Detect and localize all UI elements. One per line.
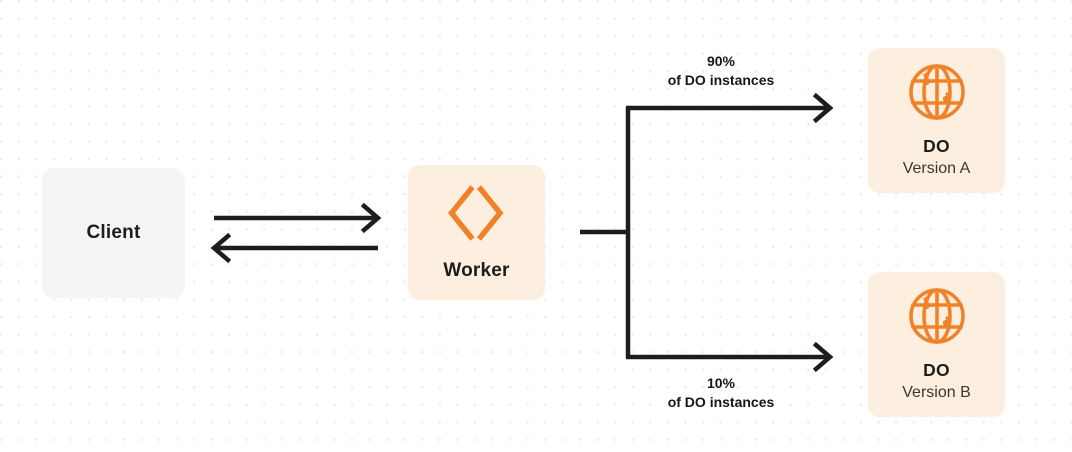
node-do-b[interactable]: DO Version B (868, 272, 1005, 417)
durable-object-globe-icon (907, 62, 967, 122)
cloudflare-workers-icon (446, 184, 508, 242)
edge-label-do-a-percent: 90% (706, 53, 736, 69)
node-do-b-label: DO (923, 360, 950, 381)
node-do-a-sublabel: Version A (902, 160, 971, 178)
node-do-a[interactable]: DO Version A (868, 48, 1005, 193)
edge-label-do-b-percent: 10% (706, 375, 736, 391)
node-worker-label: Worker (443, 259, 510, 281)
edge-label-do-a: 90% of DO instances (628, 52, 814, 90)
edge-label-do-b: 10% of DO instances (628, 374, 814, 412)
node-worker[interactable]: Worker (408, 165, 545, 300)
node-client-label: Client (86, 222, 141, 244)
arrow-worker-to-do-a (626, 92, 834, 124)
edge-label-do-b-caption: of DO instances (667, 393, 775, 410)
node-client[interactable]: Client (42, 168, 185, 298)
durable-object-globe-icon (907, 286, 967, 346)
edge-label-do-a-caption: of DO instances (667, 71, 775, 88)
arrow-worker-to-do-b (626, 341, 834, 373)
node-do-a-label: DO (923, 136, 950, 157)
node-do-b-sublabel: Version B (902, 384, 971, 402)
arrow-client-to-worker (214, 202, 382, 234)
branch-junction (580, 107, 631, 358)
arrow-worker-to-client (210, 232, 378, 264)
